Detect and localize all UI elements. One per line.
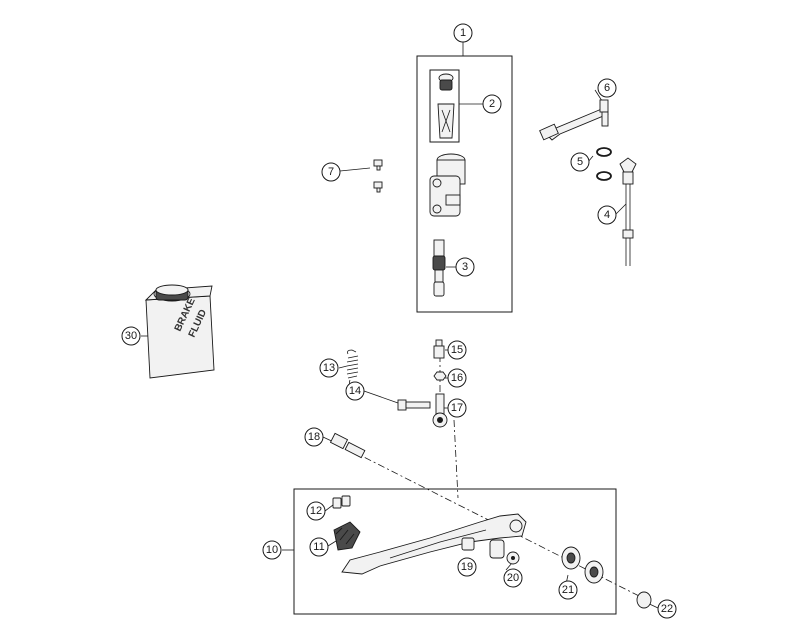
brake-pedal-lever-part <box>341 513 527 575</box>
washer-part <box>506 551 520 565</box>
callout-4: 4 <box>597 205 617 225</box>
svg-text:13: 13 <box>323 362 335 374</box>
svg-text:18: 18 <box>308 431 320 443</box>
callout-16: 16 <box>447 368 467 388</box>
svg-text:30: 30 <box>125 330 137 342</box>
svg-text:17: 17 <box>451 402 463 414</box>
svg-text:11: 11 <box>313 541 324 553</box>
master-cylinder-group-box <box>416 55 513 313</box>
callout-13: 13 <box>319 358 339 378</box>
pushrod-axis-line <box>453 419 459 499</box>
callout-21: 21 <box>558 580 578 600</box>
nut-part <box>433 371 447 381</box>
clevis-part <box>432 393 448 428</box>
bearings-part <box>561 546 604 584</box>
callout-3: 3 <box>455 257 475 277</box>
o-rings-part <box>596 147 612 181</box>
pivot-bolt-part <box>329 432 366 459</box>
callout-18: 18 <box>304 427 324 447</box>
svg-text:4: 4 <box>604 209 610 221</box>
callout-2: 2 <box>482 94 502 114</box>
callout-14: 14 <box>345 381 365 401</box>
svg-text:22: 22 <box>661 603 673 615</box>
svg-text:3: 3 <box>462 261 468 273</box>
svg-text:10: 10 <box>266 544 278 556</box>
svg-text:14: 14 <box>349 385 361 397</box>
callout-19: 19 <box>457 557 477 577</box>
svg-text:12: 12 <box>310 505 322 517</box>
brake-pedal-group-box <box>293 488 617 615</box>
callout-22: 22 <box>657 599 677 619</box>
callout-5: 5 <box>570 152 590 172</box>
tip-screws-part <box>332 495 351 509</box>
brake-fluid-can-part: BRAKE FLUID <box>144 284 215 379</box>
svg-text:15: 15 <box>451 344 463 356</box>
callout-10: 10 <box>262 540 282 560</box>
callout-11: 11 <box>309 537 329 557</box>
pin-part <box>461 537 475 551</box>
return-spring-part <box>346 349 359 387</box>
svg-text:5: 5 <box>577 156 583 168</box>
brake-line-part <box>539 99 609 141</box>
reservoir-cap-part <box>429 69 460 143</box>
callout-17: 17 <box>447 398 467 418</box>
callout-7: 7 <box>321 162 341 182</box>
screws-part <box>373 159 383 193</box>
callout-6: 6 <box>597 78 617 98</box>
callout-15: 15 <box>447 340 467 360</box>
svg-text:6: 6 <box>604 82 610 94</box>
bolt-part <box>397 399 431 411</box>
pivot-nut-part <box>636 591 652 609</box>
callout-30: 30 <box>121 326 141 346</box>
svg-text:2: 2 <box>489 98 495 110</box>
adjuster-bolt-part <box>433 339 445 359</box>
pedal-tip-part <box>333 521 361 551</box>
svg-text:7: 7 <box>328 166 334 178</box>
piston-kit-part <box>432 239 446 297</box>
svg-text:20: 20 <box>507 572 519 584</box>
callout-1: 1 <box>453 23 473 43</box>
brake-line-lower-part <box>619 157 637 266</box>
callout-12: 12 <box>306 501 326 521</box>
master-cylinder-body-part <box>429 153 466 217</box>
svg-text:21: 21 <box>562 584 574 596</box>
svg-text:1: 1 <box>460 27 466 39</box>
leader-lines <box>141 41 659 609</box>
callout-20: 20 <box>503 568 523 588</box>
svg-text:19: 19 <box>461 561 473 573</box>
svg-text:16: 16 <box>451 372 463 384</box>
